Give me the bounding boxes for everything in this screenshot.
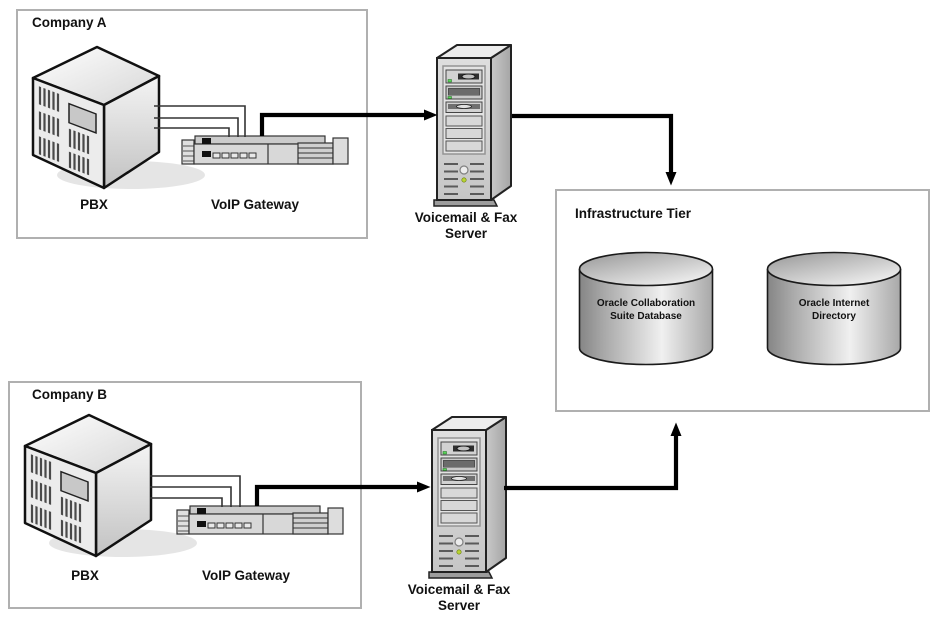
arrow-gateway-a-to-server-a (259, 109, 438, 136)
db2-label-line1: Oracle Internet (798, 298, 870, 309)
db2-label-line2: Directory (812, 311, 856, 322)
pbx-b-label: PBX (71, 568, 99, 583)
arrow-server-b-to-infrastructure (504, 422, 682, 491)
server-a-label-line2: Server (444, 226, 488, 241)
voicemail-fax-server-b-icon (428, 416, 507, 579)
voip-gateway-a-label: VoIP Gateway (210, 197, 300, 212)
oracle-internet-directory-label: Oracle Internet Directory (766, 297, 902, 323)
db1-label-line1: Oracle Collaboration (596, 298, 696, 309)
db1-label-line2: Suite Database (610, 311, 682, 322)
connector-pbx-b-to-gateway-b (150, 475, 241, 507)
arrow-server-a-to-infrastructure (512, 113, 677, 186)
voip-gateway-b-icon (176, 505, 344, 535)
infrastructure-tier-title: Infrastructure Tier (575, 206, 692, 221)
company-a-title: Company A (32, 15, 107, 30)
server-b-label-line2: Server (437, 598, 481, 613)
connector-pbx-a-to-gateway-a (154, 105, 246, 137)
voip-gateway-a-icon (181, 135, 349, 165)
connector-pbx-a-to-gateway-a (154, 127, 230, 137)
voip-gateway-b-label: VoIP Gateway (201, 568, 291, 583)
voicemail-fax-server-a-label: Voicemail & Fax Server (401, 210, 531, 242)
arrow-gateway-b-to-server-b (254, 481, 431, 506)
server-b-label-line1: Voicemail & Fax (407, 582, 511, 597)
connector-pbx-b-to-gateway-b (150, 497, 223, 507)
server-a-label-line1: Voicemail & Fax (414, 210, 518, 225)
connector-pbx-b-to-gateway-b (150, 486, 232, 507)
voicemail-fax-server-b-label: Voicemail & Fax Server (394, 582, 524, 614)
company-b-title: Company B (32, 387, 108, 402)
voicemail-fax-server-a-icon (433, 44, 512, 207)
oracle-collaboration-suite-database-label: Oracle Collaboration Suite Database (578, 297, 714, 323)
pbx-a-label: PBX (80, 197, 108, 212)
pbx-b-icon (23, 413, 199, 559)
connector-pbx-a-to-gateway-a (154, 117, 239, 137)
